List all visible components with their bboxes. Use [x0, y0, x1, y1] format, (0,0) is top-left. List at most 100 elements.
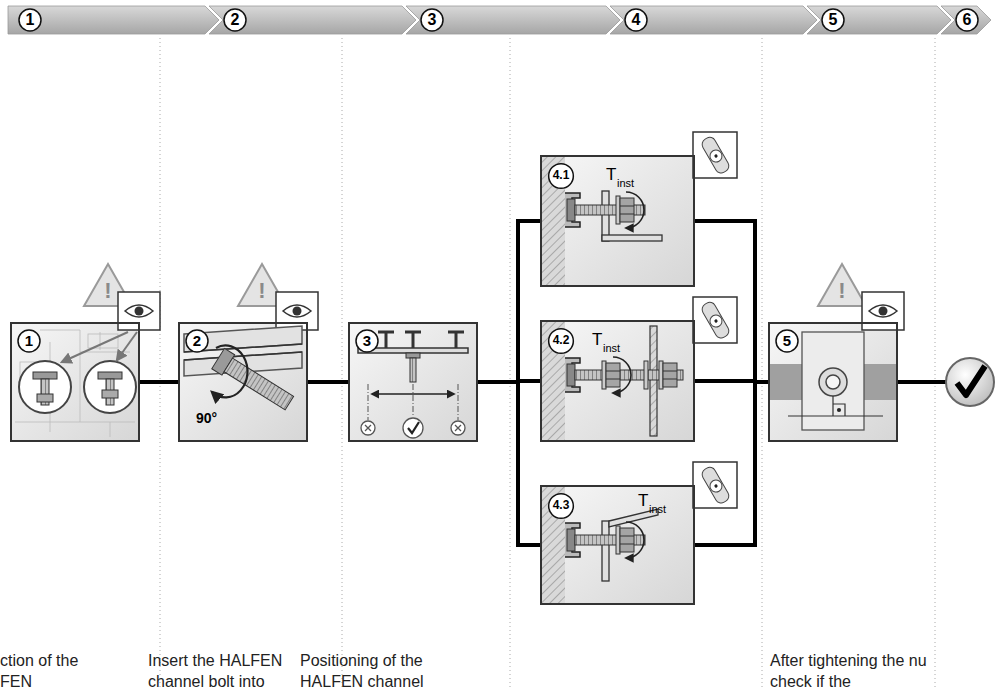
channel-bolt	[659, 361, 663, 389]
flow-line	[478, 221, 540, 382]
step-number: 6	[963, 11, 972, 29]
step-text: check if the	[770, 673, 851, 690]
right-angle-mark	[833, 404, 845, 416]
subscript-text: inst	[603, 342, 620, 355]
callout-number: 4.3	[553, 499, 570, 513]
angle-bracket	[602, 191, 662, 241]
column-divider	[342, 38, 343, 690]
chevron-shape	[807, 6, 951, 34]
torque-arrow	[613, 357, 631, 393]
eye-icon	[879, 307, 888, 316]
magnifier-circle	[84, 361, 136, 413]
fastening-figure	[540, 320, 683, 442]
channel-bolt	[410, 358, 416, 382]
eye-icon	[125, 305, 153, 317]
step-panel: 1	[10, 322, 140, 442]
eye-icon	[293, 307, 302, 316]
channel-bolt	[644, 361, 648, 389]
symbol-text: T	[638, 491, 648, 511]
chevron-shape	[209, 6, 416, 34]
anchor-channel	[768, 364, 898, 400]
eye-icon	[135, 307, 144, 316]
wrench-inset	[693, 297, 737, 343]
done-mark	[957, 366, 985, 395]
panel-ground	[540, 320, 695, 442]
step-panel: 5	[768, 322, 898, 442]
panel-ground	[10, 322, 140, 442]
panel-ground	[768, 322, 898, 442]
range-arrow	[372, 393, 454, 395]
drawing-sheet	[15, 330, 135, 437]
step-text: HALFEN channel	[300, 673, 424, 690]
callout-circle	[549, 329, 574, 354]
channel-bolt	[406, 353, 420, 358]
channel-bolt	[606, 371, 620, 379]
column-divider	[160, 38, 935, 690]
channel-bolt	[406, 353, 420, 382]
wrong-mark	[455, 425, 461, 431]
flow-line	[478, 382, 540, 545]
angle-bracket	[602, 521, 609, 581]
flow-line	[898, 380, 947, 384]
right-angle-mark	[788, 396, 883, 416]
step-panel: 3	[348, 322, 478, 442]
wrench-inset	[700, 135, 731, 175]
channel-bolt	[606, 363, 620, 387]
symbol-text: T	[606, 165, 616, 185]
steel-plate	[650, 326, 657, 436]
axis-line	[368, 384, 458, 420]
callout-circle	[956, 9, 978, 31]
rotation-arrow	[212, 345, 247, 397]
right-mark	[403, 418, 423, 438]
wrong-mark	[365, 425, 371, 431]
wrong-mark	[451, 421, 465, 435]
chevron-shape	[941, 6, 991, 34]
step-chevron: 5	[807, 6, 951, 35]
wrench-inset	[693, 132, 737, 178]
t-bolt	[33, 372, 57, 379]
step-chevron: 4	[610, 6, 817, 35]
channel-bolt	[620, 528, 634, 552]
symbol-text: T	[592, 330, 602, 350]
channel-bolt	[567, 199, 575, 221]
channel-bolt	[567, 526, 645, 554]
torque-arrow	[626, 192, 644, 228]
t-bolt	[33, 372, 57, 405]
fastening-figure	[540, 155, 662, 287]
t-bolt	[98, 372, 122, 379]
callout-circle	[19, 9, 41, 31]
fastening-figure	[540, 485, 658, 605]
channel-bolt	[567, 364, 575, 386]
chevron-shape	[406, 6, 620, 34]
wrench-inset	[700, 300, 731, 340]
callout-number: 4.2	[553, 334, 570, 348]
chevron-shape	[406, 6, 620, 35]
channel-bolt	[620, 206, 634, 214]
callout-circle	[18, 330, 40, 352]
panel-ground	[10, 155, 898, 605]
warning-sign: !	[104, 278, 111, 304]
channel-bolt	[616, 526, 620, 554]
angle-bracket	[602, 235, 662, 241]
check-figure	[768, 332, 898, 430]
wrong-mark	[361, 421, 375, 435]
right-mark	[408, 422, 419, 433]
look-arrow	[117, 332, 137, 360]
chevron-shape	[610, 6, 817, 34]
step-number: 2	[231, 11, 240, 29]
step-text: Positioning of the	[300, 652, 423, 670]
channel-bolt	[212, 348, 296, 413]
magnifier-circle	[19, 361, 136, 413]
drawing-sheet	[88, 334, 118, 348]
t-bolt	[102, 390, 118, 398]
channel-bolt	[567, 196, 645, 224]
column-divider	[935, 38, 936, 690]
callout-circle	[776, 330, 798, 352]
axis-line	[413, 384, 414, 417]
axis-line	[368, 384, 369, 420]
i-beam	[405, 332, 421, 348]
channel-bolt	[567, 361, 683, 389]
panel-ground	[348, 322, 478, 442]
channel-bolt	[602, 361, 606, 389]
